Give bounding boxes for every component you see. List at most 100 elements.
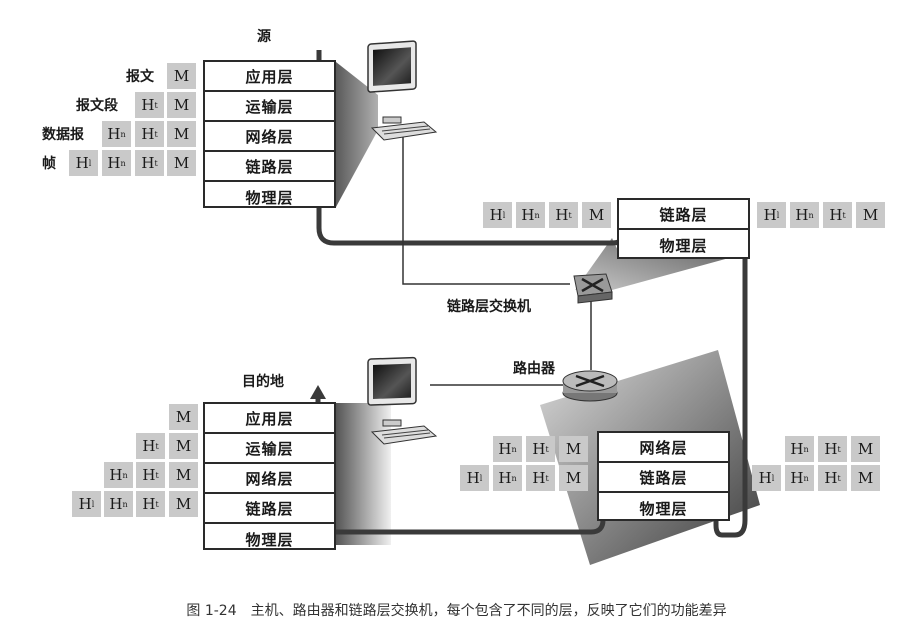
router-protocol-stack: 网络层 链路层 物理层: [597, 431, 730, 521]
header-letter: H: [142, 466, 156, 484]
header-letter: H: [498, 440, 512, 458]
header-sub: t: [568, 210, 572, 220]
host-to-switch-link: [402, 132, 570, 285]
header-letter: H: [109, 495, 123, 513]
header-m: M: [169, 462, 198, 488]
header-letter: H: [795, 206, 809, 224]
layer-physical: 物理层: [659, 236, 708, 255]
header-sub: t: [155, 441, 159, 451]
header-sub: l: [502, 210, 506, 220]
header-letter: H: [824, 440, 838, 458]
pdu-message-label: 报文: [126, 69, 154, 85]
header-sub: n: [122, 499, 128, 509]
source-host-shadow: [336, 62, 378, 207]
header-sub: l: [776, 210, 780, 220]
pdu-segment-label: 报文段: [76, 98, 118, 114]
header-sub: n: [511, 473, 517, 483]
header-m: M: [851, 465, 880, 491]
layer-link: 链路层: [619, 200, 748, 230]
header-sub: n: [120, 129, 126, 139]
switch-shadow: [575, 238, 740, 290]
figure-caption: 图 1-24 主机、路由器和链路层交换机，每个包含了不同的层，反映了它们的功能差…: [186, 603, 727, 619]
header-letter: H: [142, 495, 156, 513]
layer-application: 应用层: [205, 62, 334, 92]
router-label: 路由器: [513, 361, 555, 377]
header-letter: H: [141, 125, 155, 143]
header-letter: H: [829, 206, 843, 224]
header-letter: H: [141, 154, 155, 172]
header-letter: H: [758, 469, 772, 487]
header-letter: H: [498, 469, 512, 487]
header-sub: n: [534, 210, 540, 220]
header-sub: t: [837, 444, 841, 454]
header-m: M: [856, 202, 885, 228]
header-sub: n: [803, 473, 809, 483]
pdu-datagram-label: 数据报: [42, 127, 84, 143]
header-sub: n: [808, 210, 814, 220]
header-letter: H: [790, 469, 804, 487]
layer-physical: 物理层: [639, 499, 688, 518]
header-m: M: [851, 436, 880, 462]
layer-transport: 运输层: [205, 434, 334, 464]
destination-computer-icon: [367, 356, 438, 445]
layer-network: 网络层: [205, 122, 334, 152]
destination-label: 目的地: [242, 374, 284, 390]
header-letter: H: [489, 206, 503, 224]
header-m: M: [169, 404, 198, 430]
header-sub: l: [88, 158, 92, 168]
header-sub: t: [837, 473, 841, 483]
layer-link: 链路层: [205, 152, 334, 182]
header-letter: H: [466, 469, 480, 487]
header-letter: H: [532, 469, 546, 487]
header-m: M: [559, 465, 588, 491]
header-sub: t: [154, 100, 158, 110]
source-protocol-stack: 应用层 运输层 网络层 链路层 物理层: [203, 60, 336, 208]
layer-physical: 物理层: [245, 188, 294, 207]
header-m: M: [167, 63, 196, 89]
header-letter: H: [109, 466, 123, 484]
switch-icon: [573, 273, 613, 304]
header-letter: H: [141, 96, 155, 114]
header-sub: t: [154, 129, 158, 139]
header-letter: H: [532, 440, 546, 458]
header-m: M: [582, 202, 611, 228]
layer-network: 网络层: [599, 433, 728, 463]
header-letter: H: [78, 495, 92, 513]
header-letter: H: [555, 206, 569, 224]
header-sub: l: [479, 473, 483, 483]
layer-link: 链路层: [599, 463, 728, 493]
layer-transport: 运输层: [205, 92, 334, 122]
destination-protocol-stack: 应用层 运输层 网络层 链路层 物理层: [203, 402, 336, 550]
header-sub: n: [122, 470, 128, 480]
header-sub: t: [545, 473, 549, 483]
header-sub: n: [511, 444, 517, 454]
header-sub: t: [842, 210, 846, 220]
header-letter: H: [790, 440, 804, 458]
switch-label: 链路层交换机: [447, 299, 531, 315]
header-sub: n: [120, 158, 126, 168]
header-m: M: [167, 121, 196, 147]
header-m: M: [169, 433, 198, 459]
